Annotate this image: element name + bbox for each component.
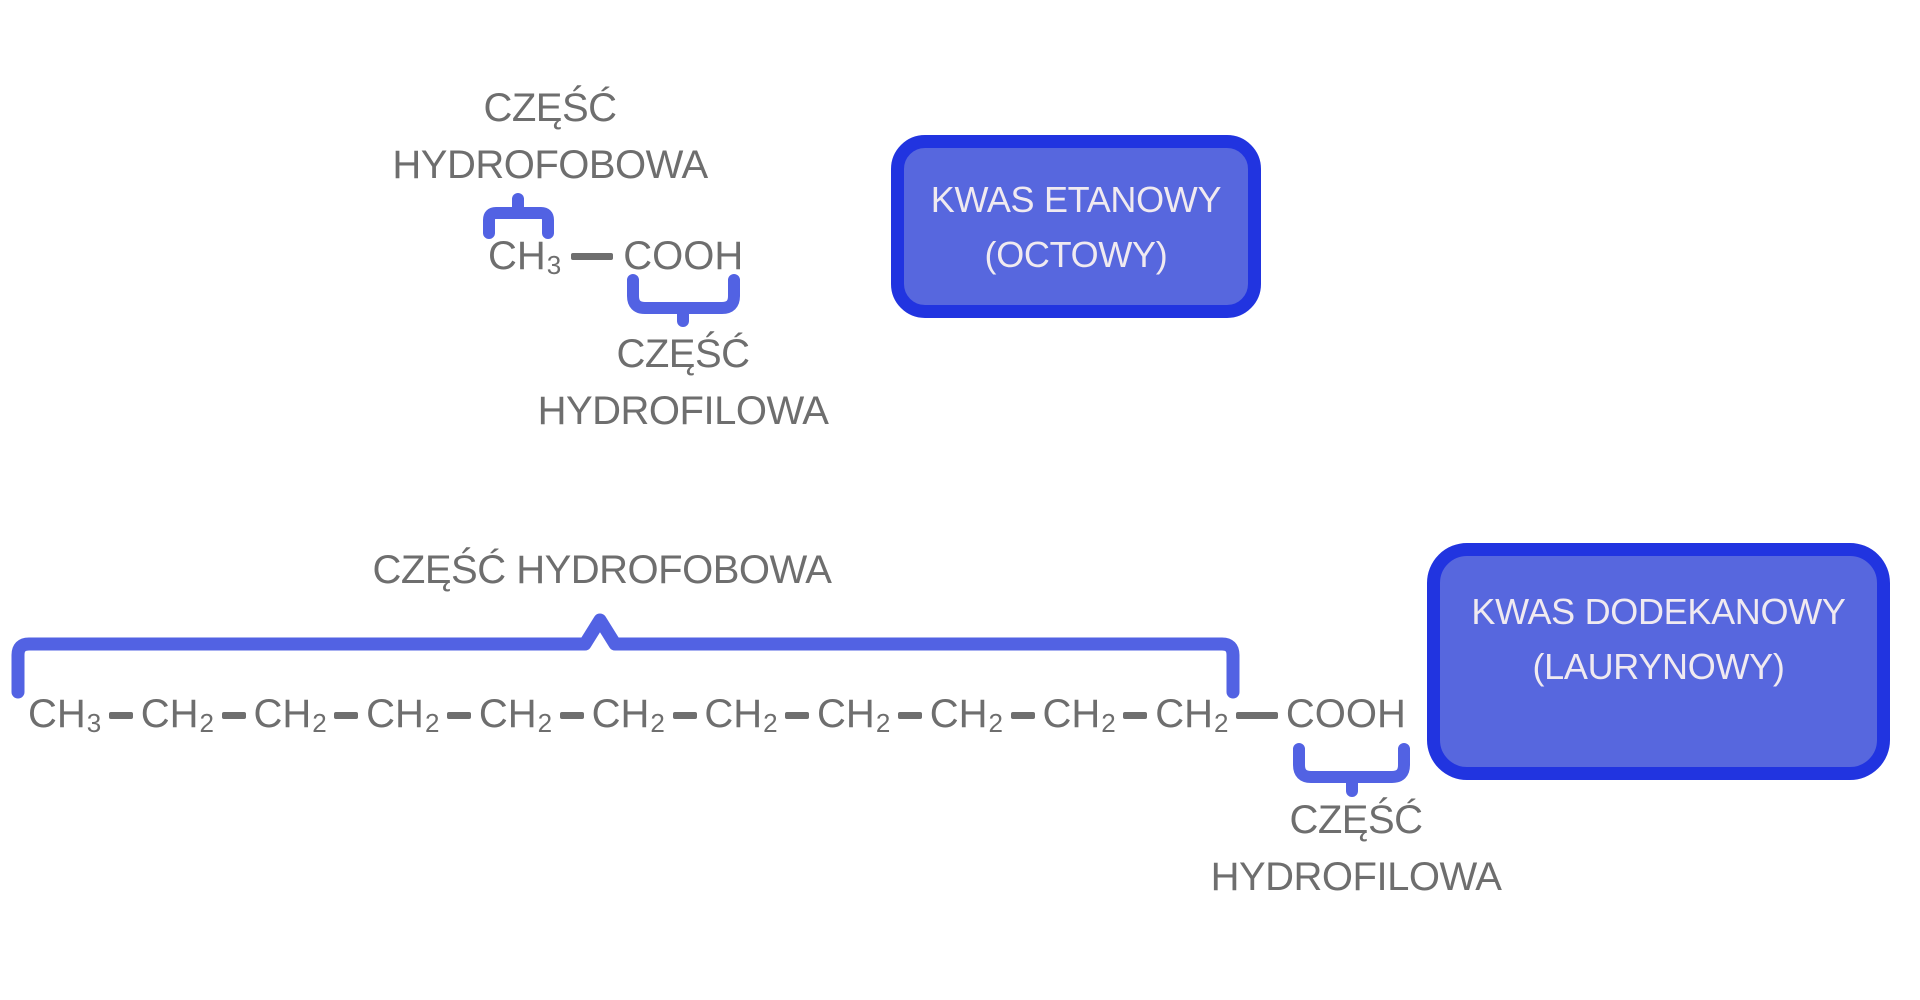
chain-unit-subscript: 2	[312, 708, 327, 738]
chain-unit-formula: CH	[704, 692, 763, 736]
chain-unit-subscript: 2	[1213, 708, 1229, 738]
top-hydrophobic-label: CZĘŚĆ HYDROFOBOWA	[370, 80, 730, 194]
dodecanoic-acid-box: KWAS DODEKANOWY (LAURYNOWY)	[1427, 543, 1890, 780]
formula-carboxyl: COOH	[623, 234, 744, 278]
bond-dash	[1236, 712, 1279, 719]
chain-unit-formula: CH	[28, 692, 86, 736]
formula-methyl-subscript: 3	[546, 250, 562, 280]
methyl-brace-graphic	[483, 193, 554, 239]
top-hydrophobic-label-line2: HYDROFOBOWA	[392, 143, 708, 187]
carboxyl-bracket-graphic	[1293, 743, 1410, 797]
chain-unit: COOH	[1286, 692, 1406, 736]
top-hydrophilic-label-line1: CZĘŚĆ	[616, 332, 750, 376]
chain-unit-subscript: 2	[424, 708, 440, 738]
ethanoic-acid-box: KWAS ETANOWY (OCTOWY)	[891, 135, 1261, 318]
top-hydrophilic-label: CZĘŚĆ HYDROFILOWA	[513, 326, 853, 440]
chain-unit-subscript: 2	[763, 708, 778, 738]
bottom-hydrophilic-label: CZĘŚĆ HYDROFILOWA	[1186, 792, 1526, 906]
chain-unit-formula: CH	[929, 692, 988, 736]
chain-unit-subscript: 2	[1101, 708, 1116, 738]
chain-unit-formula: COOH	[1285, 692, 1406, 736]
bottom-hydrophobic-label: CZĘŚĆ HYDROFOBOWA	[372, 548, 832, 592]
bond-dash	[447, 712, 472, 719]
dodecanoic-acid-name: KWAS DODEKANOWY	[1471, 590, 1846, 632]
carboxyl-bracket-graphic	[627, 274, 740, 327]
chain-unit-formula: CH	[817, 692, 875, 736]
chain-unit-formula: CH	[1042, 692, 1101, 736]
chain-unit-formula: CH	[478, 692, 537, 736]
chain-unit-subscript: 2	[537, 708, 553, 738]
chain-unit-subscript: 2	[199, 708, 214, 738]
chain-unit-subscript: 2	[988, 708, 1003, 738]
top-hydrophilic-label-line2: HYDROFILOWA	[537, 389, 829, 433]
chain-unit-formula: CH	[140, 692, 199, 736]
bond-dash	[1123, 712, 1148, 719]
bond-dash	[571, 253, 614, 260]
bond-dash	[334, 712, 359, 719]
top-hydrophobic-label-line1: CZĘŚĆ	[483, 86, 617, 130]
chain-unit-subscript: 2	[875, 708, 891, 738]
bond-dash	[672, 712, 697, 719]
chain-unit-formula: CH	[366, 692, 424, 736]
bond-dash	[221, 712, 246, 719]
ethanoic-acid-alt-name: (OCTOWY)	[984, 233, 1168, 275]
chain-unit-formula: CH	[591, 692, 650, 736]
formula-methyl: CH	[488, 234, 546, 278]
chain-unit-formula: CH	[253, 692, 312, 736]
bond-dash	[898, 712, 923, 719]
hydrophobic-chain-brace-graphic	[11, 613, 1240, 699]
chain-unit-subscript: 2	[650, 708, 665, 738]
chain-unit-formula: CH	[1155, 692, 1213, 736]
bond-dash	[108, 712, 133, 719]
bottom-hydrophilic-label-line2: HYDROFILOWA	[1210, 855, 1502, 899]
chain-unit: COOH	[623, 234, 743, 278]
bottom-hydrophilic-label-line1: CZĘŚĆ	[1289, 798, 1423, 842]
chain-unit-subscript: 3	[86, 708, 102, 738]
dodecanoic-acid-alt-name: (LAURYNOWY)	[1532, 645, 1785, 687]
bond-dash	[1010, 712, 1035, 719]
bond-dash	[785, 712, 810, 719]
bond-dash	[559, 712, 584, 719]
ethanoic-acid-name: KWAS ETANOWY	[930, 178, 1222, 220]
